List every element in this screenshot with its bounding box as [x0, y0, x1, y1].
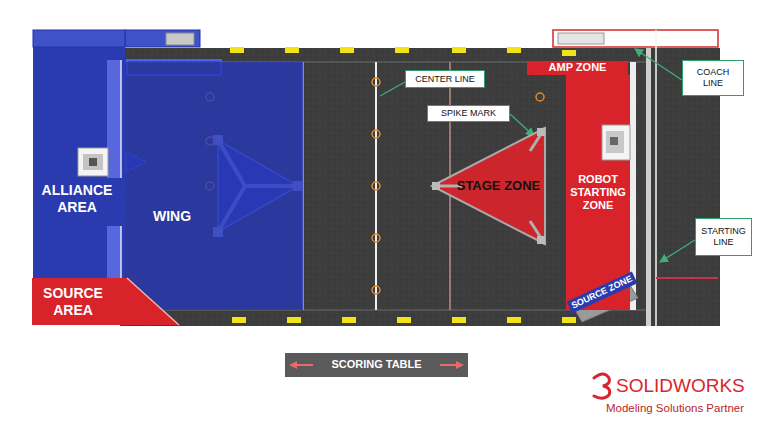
speaker-opening [610, 137, 618, 145]
speaker-opening [89, 158, 97, 166]
wing-zone: WING [125, 62, 303, 310]
field-light [507, 317, 521, 323]
field-light [452, 47, 466, 53]
field-light [232, 317, 246, 323]
blue-alliance-strip [125, 30, 200, 47]
red-alliance-line [656, 277, 718, 279]
source-area-edge [127, 278, 179, 325]
spike-mark [372, 78, 380, 86]
callout-box: COACH LINE [682, 60, 744, 96]
driver-station-panel [83, 154, 103, 170]
leader-line [635, 49, 682, 80]
amp-zone: AMP ZONE [527, 61, 628, 75]
node-label: SCORING TABLE [331, 358, 421, 371]
source-area-shape [32, 278, 179, 325]
leader-line [510, 114, 534, 136]
field-light [287, 317, 301, 323]
field-light [395, 47, 409, 53]
coach-line [655, 30, 657, 326]
stage-triangle [432, 128, 545, 244]
scoring-table-bar: SCORING TABLE [285, 353, 468, 377]
callout-box: STARTING LINE [695, 218, 752, 256]
alliance-strip [33, 30, 125, 47]
leader-line [380, 82, 405, 96]
logo-mark [594, 374, 610, 398]
red-coach-area [553, 30, 718, 47]
spike-mark [372, 130, 380, 138]
field-light [340, 47, 354, 53]
node-label: WING [153, 208, 191, 225]
node-label: CENTER LINE [415, 74, 475, 85]
spike-mark [536, 93, 544, 101]
logo-stroke [594, 374, 610, 398]
node-label: SOURCE AREA [32, 285, 114, 319]
robot-starting-zone: ROBOT STARTING ZONE [566, 75, 630, 310]
spike-mark [372, 182, 380, 190]
alliance-wall-edge [120, 60, 122, 178]
stage-zone: STAGE ZONE [432, 128, 545, 244]
arrow-shaft [295, 364, 313, 366]
source-area: SOURCE AREA [32, 278, 181, 325]
stage-leg [432, 182, 440, 190]
alliance-wall-strip [107, 60, 121, 178]
stage-truss [530, 221, 545, 244]
logo-tagline: Modeling Solutions Partner [606, 402, 744, 416]
node-label: AMP ZONE [549, 61, 607, 74]
callout-box: CENTER LINE [405, 70, 485, 88]
alliance-wall-strip [107, 226, 121, 278]
node-label: ROBOT STARTING ZONE [567, 173, 629, 213]
alliance-wall [646, 48, 651, 326]
field-light [452, 317, 466, 323]
field-light [562, 50, 576, 56]
field-light [230, 47, 244, 53]
node-label: SPIKE MARK [441, 108, 496, 119]
stage-truss [530, 128, 545, 151]
leader-line [660, 240, 695, 262]
driver-station-panel [606, 131, 624, 153]
red-amp [558, 33, 604, 44]
spike-mark [372, 234, 380, 242]
stage-leg [537, 236, 545, 244]
driver-station [78, 148, 108, 176]
field-light [562, 317, 576, 323]
arrow-shaft [440, 364, 458, 366]
logo-wordmark: SOLIDWORKS [616, 375, 745, 398]
callout-box: SPIKE MARK [427, 105, 510, 122]
node-label: STAGE ZONE [457, 178, 541, 194]
field-light [507, 47, 521, 53]
arrow-head [456, 361, 464, 369]
alliance-wall-edge [120, 226, 122, 278]
center-line [375, 62, 377, 310]
driver-station [602, 125, 630, 160]
node-label: COACH LINE [689, 67, 737, 89]
field-light [342, 317, 356, 323]
field-light [397, 317, 411, 323]
field-carpet [120, 48, 720, 326]
blue-amp [166, 33, 194, 45]
stage-leg [537, 128, 545, 136]
node-label: ALLIANCE AREA [35, 182, 119, 216]
node-label: STARTING LINE [699, 226, 749, 248]
arrow-head [289, 361, 297, 369]
field-light [285, 47, 299, 53]
spike-mark [372, 286, 380, 294]
